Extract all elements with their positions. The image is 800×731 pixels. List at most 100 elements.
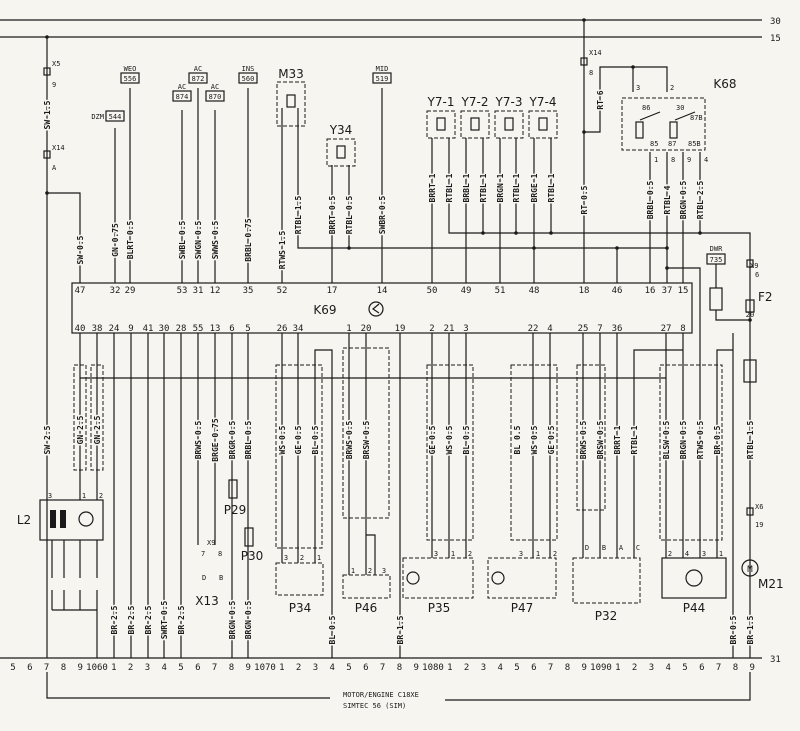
wire-label: RTBL 1.5 [746,421,755,460]
sensor-pin: 1 [719,550,723,558]
k69-bottom-pin: 19 [395,324,406,334]
wire-label: BRBL 0.5 [244,421,253,460]
wire-label: BR 1.5 [396,615,405,644]
wire-label: BRGN 0.5 [679,181,688,220]
k69-top-pin: 46 [612,286,623,296]
k69-bottom-pin: 26 [277,324,288,334]
wire-label: GN 2.5 [93,415,102,444]
k68-pin: 87B [690,114,703,122]
x14-label: X14 [52,144,65,152]
k68-pin: 1 [654,156,658,164]
k69-top-pin: 14 [377,286,388,296]
k68-pin: 87 [668,140,676,148]
wire-label: GE 0.5 [294,425,303,454]
ground-strip-number: 6 [699,663,704,673]
ref-box [238,72,258,84]
k69-top-pin: 47 [75,286,86,296]
wire-label: BRBL 1 [462,173,471,202]
clock-icon [368,301,384,317]
wire-label: BRWS 0.5 [345,421,354,460]
sensor-pin: 2 [668,550,672,558]
ground-strip-number: 1080 [422,663,444,673]
p34-label: P34 [289,601,312,615]
injector-box [426,110,456,139]
ref-box [188,72,208,84]
m21-label: M21 [758,577,784,591]
ref-code: AC [178,83,186,91]
k69-top-pin: 52 [277,286,288,296]
ground-strip-number: 6 [531,663,536,673]
ground-strip-number: 1 [615,663,620,673]
x13-pin: D [202,574,206,582]
ground-strip-number: 2 [128,663,133,673]
x9b-pin: 8 [218,550,222,558]
connector-x9 [746,259,754,268]
actuator-icon [286,94,296,108]
wire-label: BRGN 0.5 [228,601,237,640]
sensor-pin: 1 [317,554,321,562]
k69-top-pin: 32 [110,286,121,296]
x13-pin: B [219,574,223,582]
wire-label: BRGN 1 [496,173,505,202]
wire-bl [314,349,333,658]
junction-dot [665,266,669,270]
wire-label: BL 0.5 [328,615,337,644]
knock-sensor-icon [491,571,505,585]
bus-30-label: 30 [770,17,781,27]
ref-number: 519 [376,75,389,83]
wire-label: GE 0.5 [428,425,437,454]
ref-number: 872 [192,75,205,83]
wire-label: SWWS 0.5 [211,221,220,260]
x9b-label: X9 [207,539,215,547]
connector-x14-b [580,57,588,66]
ground-strip-number: 4 [161,663,166,673]
cable-shield [576,364,606,511]
k69-top-pin: 35 [243,286,254,296]
ground-strip-number: 4 [497,663,502,673]
ground-strip-number: 6 [363,663,368,673]
wire-label: SWGN 0.5 [194,221,203,260]
ground-strip-number: 5 [346,663,351,673]
wire-label: BL 0.5 [311,425,320,454]
ref-code: INS [242,65,255,73]
junction-dot [582,130,586,134]
k69-bottom-pin: 25 [578,324,589,334]
wire-label: BRRT 0.5 [328,196,337,235]
wire-label: BRRT 1 [428,173,437,202]
wire-rt6 [584,66,668,133]
junction-dot [45,35,49,39]
ground-strip-number: 9 [77,663,82,673]
wire-label: BR 0.5 [713,425,722,454]
wire-label: BR 2.5 [144,605,153,634]
p47-label: P47 [511,601,534,615]
wire-label: BRGN 0.5 [244,601,253,640]
p35-label: P35 [428,601,451,615]
dwr-relay-box [709,287,723,311]
wire-sw-47 [47,192,81,283]
injector-box [494,110,524,139]
wire-label: BRGR 0.5 [228,421,237,460]
connector-x6 [746,507,754,516]
wire-label: BRGE 0.75 [211,418,220,462]
ground-strip-number: 4 [329,663,334,673]
x6-pin: 19 [755,521,763,529]
injector-icon [538,117,548,131]
ground-strip-number: 9 [413,663,418,673]
ref-number: 544 [109,113,122,121]
ground-strip-number: 1070 [254,663,276,673]
motor-icon [741,559,759,577]
wire-label: BL 0.5 [462,425,471,454]
sensor-p32 [572,557,641,604]
junction-dot [631,65,635,69]
k69-top-pin: 49 [461,286,472,296]
wire-label: RTBL 1.5 [294,196,303,235]
x9b-pin: 7 [201,550,205,558]
junction-dot [698,231,702,235]
injector-label: Y7-2 [461,95,489,109]
ground-strip-number: 8 [61,663,66,673]
wire-label: GE 0.5 [547,425,556,454]
ground-strip-number: 5 [10,663,15,673]
k69-top-pin: 17 [327,286,338,296]
junction-dot [748,318,752,322]
ref-number: 556 [124,75,137,83]
